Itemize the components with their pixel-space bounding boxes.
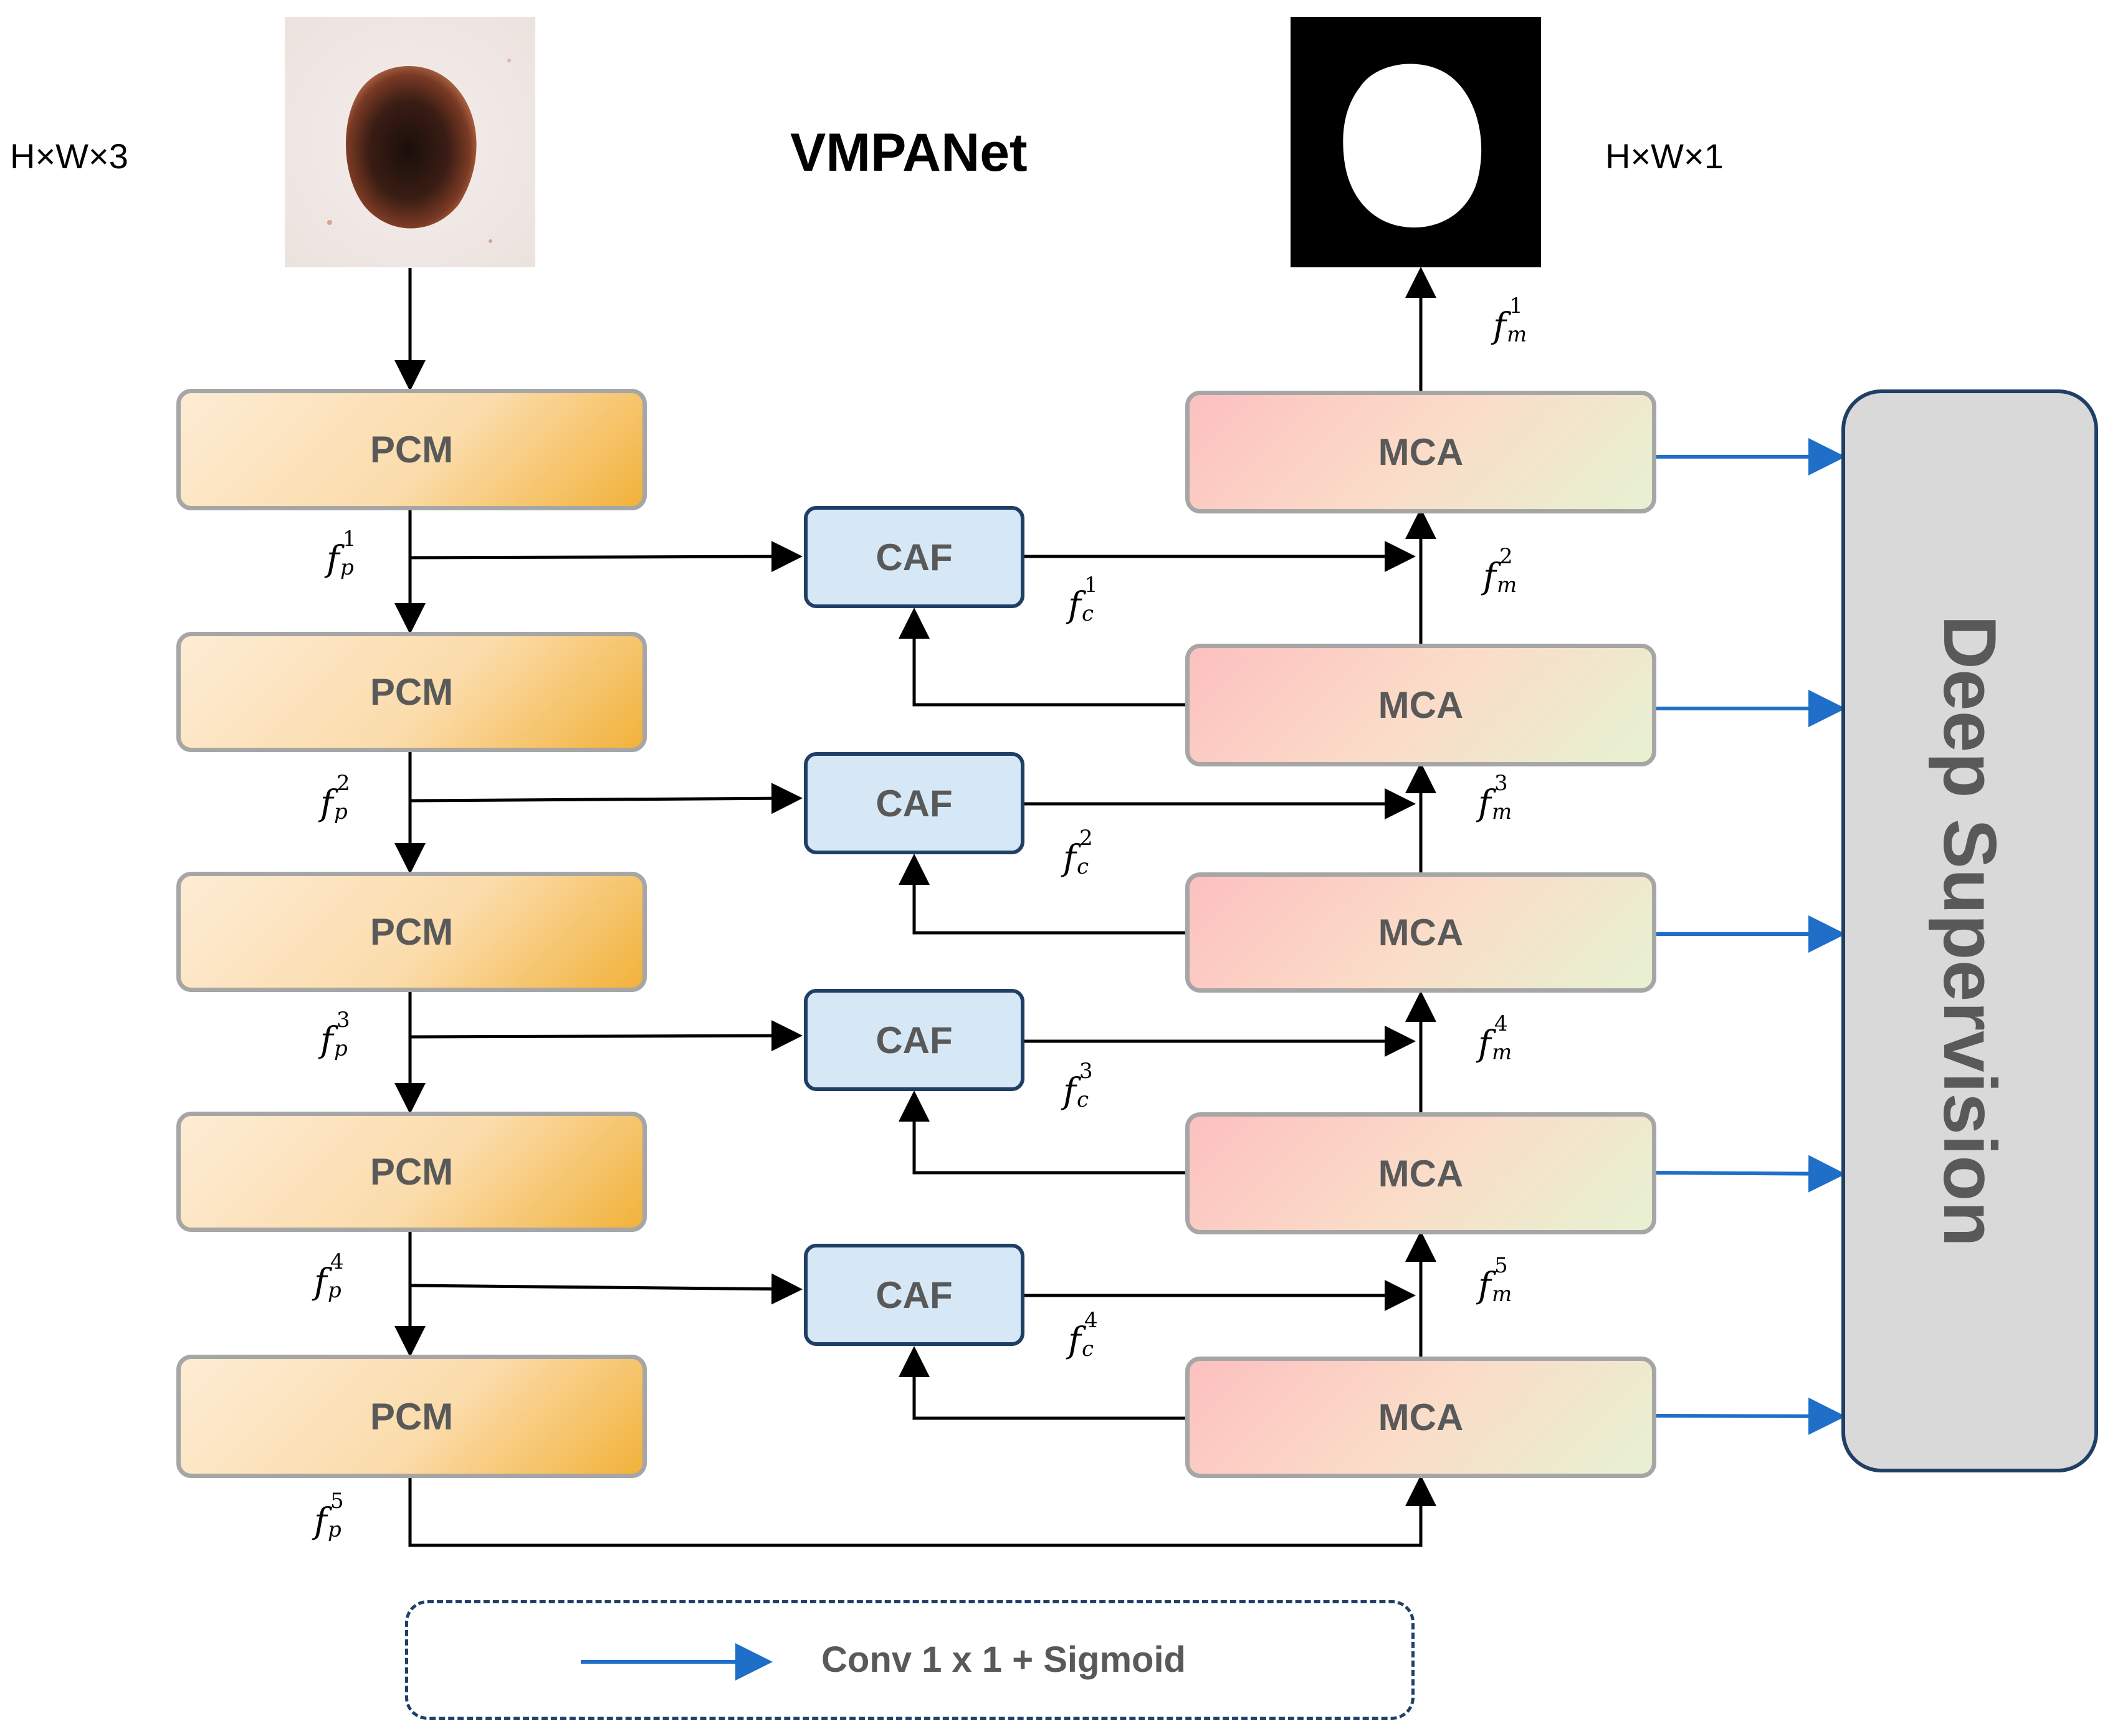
pcm-block-1: PCM: [176, 389, 647, 510]
caf-label: CAF: [876, 1274, 953, 1316]
mca-label: MCA: [1378, 1152, 1464, 1195]
mca-block-3: MCA: [1185, 872, 1656, 993]
mca-block-1: MCA: [1185, 391, 1656, 513]
mca-block-4: MCA: [1185, 1112, 1656, 1234]
input-lesion-image: [285, 17, 535, 267]
pcm-block-3: PCM: [176, 872, 647, 992]
arrow-pcm5-to-mca5: [408, 1475, 1436, 1547]
caf-block-1: CAF: [804, 506, 1024, 608]
pcm-block-4: PCM: [176, 1112, 647, 1232]
legend-box: [405, 1600, 1415, 1720]
pcm-block-2: PCM: [176, 632, 647, 752]
mca-label: MCA: [1378, 912, 1464, 953]
supervision-arrow-4: [1656, 1155, 1846, 1193]
legend-label: Conv 1 x 1 + Sigmoid: [821, 1639, 1186, 1680]
caf-block-3: CAF: [804, 989, 1024, 1091]
arrow-pcm1-to-caf1: [409, 541, 803, 573]
arrow-mca2-to-caf1: [899, 608, 1186, 707]
arrow-pcm2-to-caf2: [409, 783, 803, 814]
pcm-label: PCM: [370, 671, 454, 713]
arrow-pcm3-to-caf3: [409, 1020, 803, 1052]
diagram-title: VMPANet: [790, 123, 1028, 183]
pcm-label: PCM: [370, 911, 454, 953]
mca-block-5: MCA: [1185, 1357, 1656, 1478]
input-dimension-label: H×W×3: [10, 136, 128, 176]
mca-label: MCA: [1378, 684, 1464, 726]
arrow-mca5-to-caf4: [899, 1346, 1186, 1420]
output-mask-image: [1291, 17, 1541, 267]
caf-label: CAF: [876, 1019, 953, 1061]
caf-block-4: CAF: [804, 1244, 1024, 1346]
arrow-pcm4-to-caf4: [409, 1273, 803, 1305]
pcm-label: PCM: [370, 429, 454, 470]
caf-label: CAF: [876, 782, 953, 824]
arrow-mca3-to-caf2: [899, 854, 1186, 935]
caf-label: CAF: [876, 536, 953, 578]
deep-supervision-label: Deep Supervision: [1928, 615, 2012, 1247]
arrow-mca4-to-caf3: [899, 1090, 1186, 1175]
mca-block-2: MCA: [1185, 644, 1656, 766]
pcm-block-5: PCM: [176, 1355, 647, 1478]
deep-supervision-block: Deep Supervision: [1841, 389, 2098, 1472]
caf-block-2: CAF: [804, 752, 1024, 854]
pcm-label: PCM: [370, 1395, 454, 1438]
pcm-label: PCM: [370, 1151, 454, 1193]
output-dimension-label: H×W×1: [1605, 136, 1724, 176]
mca-label: MCA: [1378, 431, 1464, 473]
mca-label: MCA: [1378, 1396, 1464, 1438]
